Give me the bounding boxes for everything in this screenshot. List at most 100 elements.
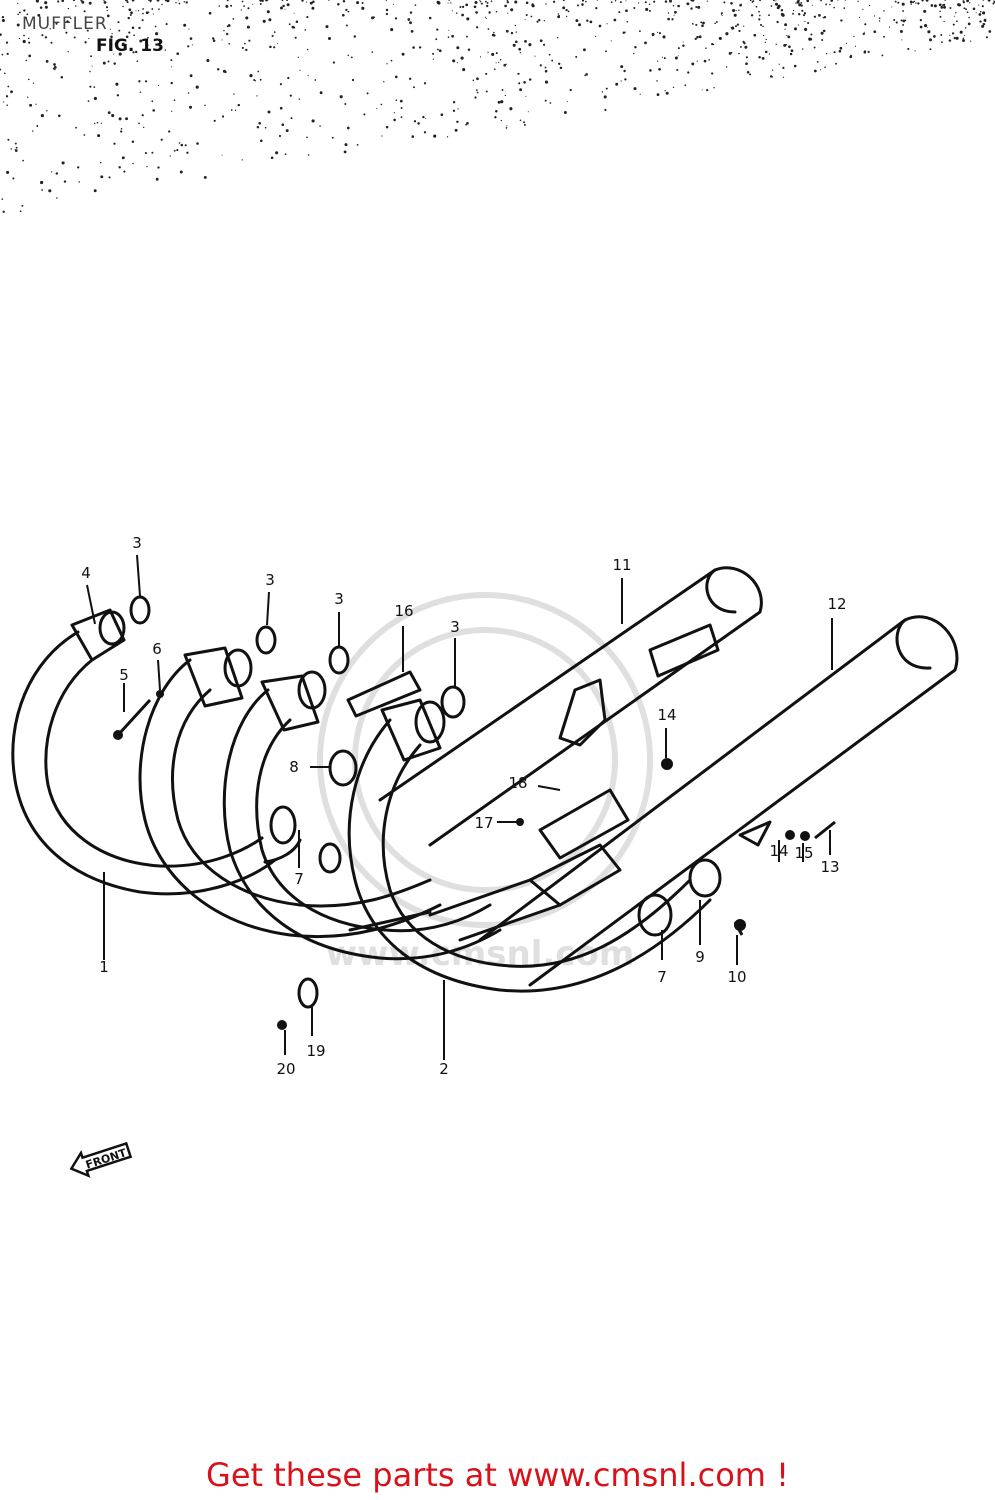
speckle-dot — [527, 111, 529, 113]
speckle-dot — [173, 149, 176, 152]
speckle-dot — [394, 75, 398, 79]
speckle-dot — [461, 13, 464, 17]
speckle-dot — [806, 0, 809, 3]
speckle-dot — [746, 71, 750, 74]
speckle-dot — [929, 48, 932, 51]
speckle-dot — [811, 4, 813, 6]
speckle-dot — [353, 35, 357, 38]
speckle-dot — [907, 47, 910, 50]
speckle-dot — [212, 39, 216, 43]
speckle-dot — [975, 12, 977, 14]
speckle-dot — [108, 176, 111, 179]
speckle-dot — [494, 116, 497, 119]
speckle-dot — [648, 3, 651, 5]
speckle-dot — [857, 0, 859, 2]
speckle-dot — [962, 37, 965, 39]
speckle-dot — [531, 4, 535, 8]
speckle-dot — [345, 8, 348, 12]
speckle-dot — [510, 8, 514, 12]
speckle-dot — [141, 114, 144, 117]
speckle-dot — [0, 68, 2, 71]
speckle-dot — [802, 14, 806, 17]
speckle-dot — [933, 35, 936, 38]
speckle-dot — [425, 117, 427, 120]
speckle-dot — [55, 22, 58, 25]
speckle-dot — [804, 27, 808, 31]
speckle-dot — [177, 0, 179, 1]
speckle-dot — [363, 113, 366, 116]
speckle-dot — [230, 109, 233, 111]
leader-lines — [86, 554, 833, 1060]
speckle-dot — [694, 37, 697, 41]
speckle-dot — [962, 0, 965, 2]
speckle-dot — [417, 122, 420, 125]
speckle-dot — [103, 0, 105, 1]
speckle-dot — [254, 80, 257, 82]
callout-3c: 3 — [334, 590, 344, 608]
speckle-dot — [900, 19, 903, 22]
speckle-dot — [154, 25, 157, 28]
speckle-dot — [142, 12, 144, 15]
speckle-dot — [780, 8, 784, 12]
speckle-dot — [543, 43, 546, 46]
speckle-dot — [504, 94, 507, 97]
speckle-dot — [184, 144, 187, 147]
speckle-dot — [54, 68, 56, 71]
speckle-dot — [738, 52, 740, 55]
speckle-dot — [620, 65, 624, 69]
speckle-dot — [800, 2, 803, 4]
speckle-dot — [544, 80, 549, 84]
speckle-dot — [915, 2, 917, 4]
speckle-dot — [294, 36, 297, 39]
speckle-dot — [605, 87, 608, 90]
speckle-dot — [459, 5, 462, 9]
figure-number: FIG. 13 — [96, 36, 164, 56]
speckle-dot — [88, 1, 92, 5]
speckle-dot — [410, 30, 414, 33]
speckle-dot — [191, 44, 193, 46]
speckle-dot — [44, 1, 48, 5]
speckle-dot — [545, 3, 547, 5]
speckle-dot — [148, 0, 151, 1]
speckle-dot — [120, 130, 123, 133]
speckle-dot — [366, 92, 369, 95]
speckle-dot — [718, 36, 722, 40]
speckle-dot — [524, 19, 526, 21]
speckle-dot — [256, 95, 258, 97]
speckle-dot — [979, 20, 982, 23]
speckle-dot — [139, 91, 142, 93]
speckle-dot — [132, 162, 134, 165]
speckle-dot — [290, 117, 293, 120]
speckle-dot — [109, 28, 111, 30]
speckle-dot — [674, 10, 677, 14]
speckle-dot — [614, 0, 617, 2]
speckle-dot — [282, 4, 285, 8]
speckle-dot — [125, 117, 129, 121]
speckle-dot — [941, 41, 943, 43]
speckle-dot — [83, 134, 86, 136]
speckle-dot — [409, 21, 412, 25]
speckle-dot — [698, 35, 702, 39]
speckle-dot — [273, 31, 276, 33]
speckle-dot — [53, 66, 57, 69]
speckle-dot — [691, 62, 695, 66]
speckle-dot — [83, 10, 86, 13]
speckle-dot — [773, 0, 775, 2]
speckle-dot — [213, 119, 216, 122]
speckle-dot — [107, 60, 110, 63]
speckle-dot — [21, 204, 24, 207]
speckle-dot — [204, 104, 206, 107]
speckle-dot — [988, 30, 992, 33]
speckle-dot — [105, 6, 109, 9]
exhaust-pipe-1 — [11, 608, 277, 896]
speckle-dot — [604, 108, 607, 112]
callout-3d: 3 — [450, 618, 460, 636]
speckle-dot — [288, 23, 291, 26]
speckle-dot — [703, 59, 707, 63]
speckle-dot — [245, 16, 249, 20]
speckle-dot — [175, 2, 177, 4]
speckle-dot — [381, 135, 383, 137]
speckle-dot — [853, 35, 855, 38]
callout-9: 9 — [695, 948, 705, 966]
speckle-dot — [472, 79, 475, 82]
